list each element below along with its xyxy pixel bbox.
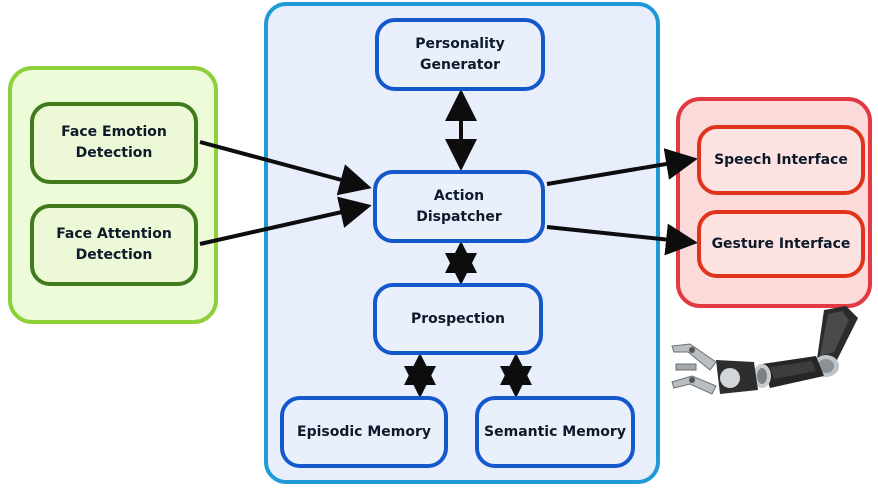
face-emotion-detection-node: Face Emotion Detection xyxy=(30,102,198,184)
edge-action-to-gesture xyxy=(546,223,698,256)
speech-interface-node: Speech Interface xyxy=(697,125,865,195)
edge-face-emotion-to-action xyxy=(199,140,372,196)
edge-face-attention-to-action xyxy=(199,196,372,246)
face-attention-detection-node: Face Attention Detection xyxy=(30,204,198,286)
prospection-node: Prospection xyxy=(373,283,543,355)
personality-generator-node: Personality Generator xyxy=(375,18,545,91)
gesture-interface-node: Gesture Interface xyxy=(697,210,865,278)
robot-arm-icon xyxy=(671,306,858,395)
episodic-memory-node: Episodic Memory xyxy=(280,396,448,468)
semantic-memory-node: Semantic Memory xyxy=(475,396,635,468)
action-dispatcher-node: Action Dispatcher xyxy=(373,170,545,243)
edge-action-to-speech xyxy=(546,148,698,186)
